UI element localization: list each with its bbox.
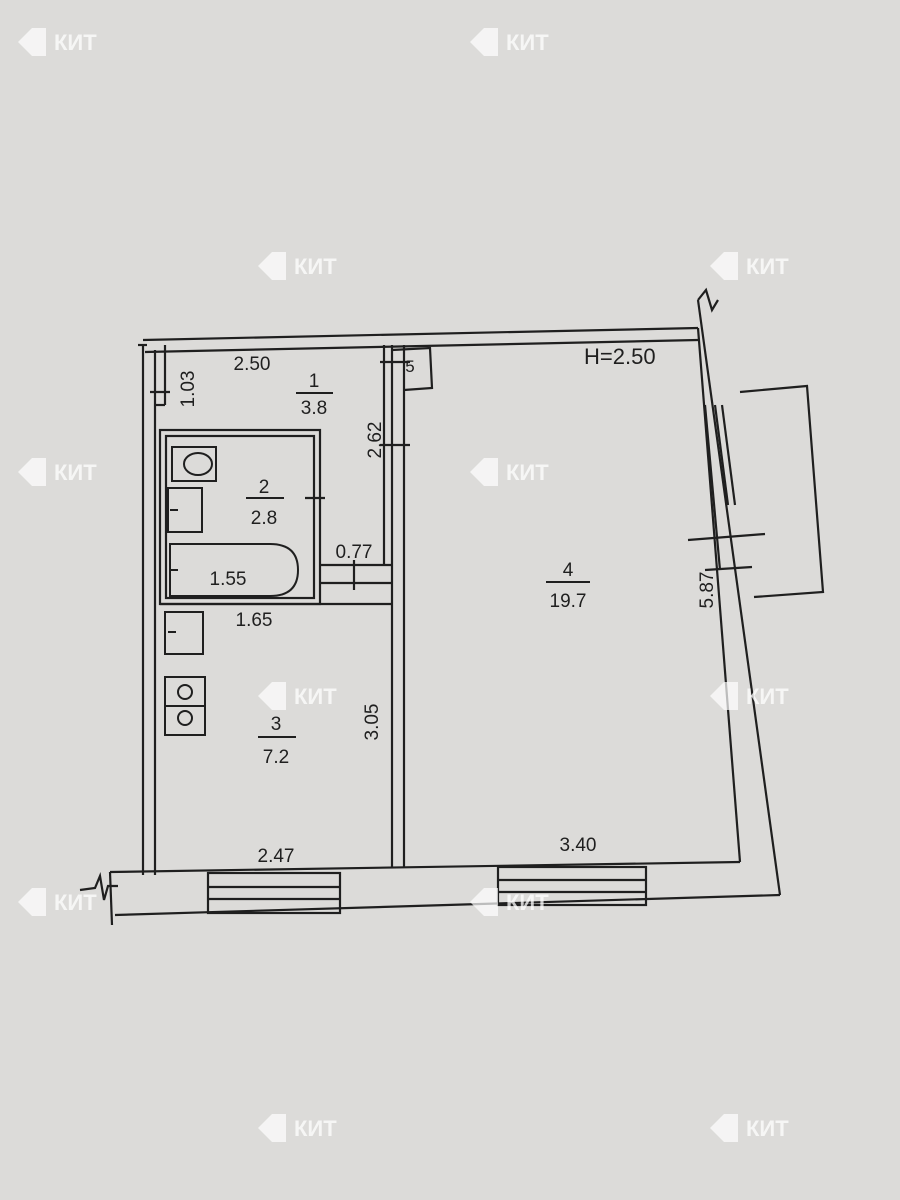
room-3-area: 7.2 [263, 747, 289, 768]
dim-passage-width: 0.77 [336, 542, 373, 563]
watermark: КИТ [710, 1114, 789, 1142]
svg-text:КИТ: КИТ [294, 254, 337, 279]
dimension-labels: 2.50 1.03 2.62 5 1.55 0.77 1.65 3.05 2.4… [178, 354, 718, 867]
room-labels: 1 3.8 2 2.8 3 7.2 4 19.7 H=2.50 [246, 344, 656, 768]
kit-logo-icon [258, 682, 286, 710]
svg-text:КИТ: КИТ [294, 684, 337, 709]
washbasin-icon [167, 487, 203, 533]
svg-text:КИТ: КИТ [746, 254, 789, 279]
kit-logo-icon [470, 458, 498, 486]
room-2-number: 2 [259, 477, 270, 498]
svg-text:КИТ: КИТ [54, 30, 97, 55]
dim-room1-width: 2.50 [234, 354, 271, 375]
kit-logo-icon [470, 888, 498, 916]
svg-text:КИТ: КИТ [506, 890, 549, 915]
watermarks: КИТ КИТ КИТ КИТ КИТ КИТ КИТ КИТ [18, 28, 789, 1142]
watermark: КИТ [470, 458, 549, 486]
walls [79, 287, 825, 926]
watermark: КИТ [710, 682, 789, 710]
watermark: КИТ [258, 682, 337, 710]
dim-corridor-length: 2.62 [365, 422, 386, 459]
dim-room4-depth: 5.87 [697, 572, 718, 609]
dim-kitchen-depth: 3.05 [362, 704, 383, 741]
svg-text:КИТ: КИТ [54, 890, 97, 915]
kit-logo-icon [470, 28, 498, 56]
kit-logo-icon [710, 682, 738, 710]
fixtures [164, 446, 300, 736]
dim-bath-length: 1.55 [210, 569, 247, 590]
room-3-number: 3 [271, 714, 282, 735]
watermark: КИТ [470, 888, 549, 916]
svg-text:КИТ: КИТ [746, 684, 789, 709]
bathtub-icon [169, 543, 300, 597]
watermark: КИТ [18, 888, 97, 916]
toilet-icon [171, 446, 217, 482]
watermark: КИТ [18, 28, 97, 56]
watermark: КИТ [710, 252, 789, 280]
kitchen-sink-icon [164, 611, 204, 655]
dim-kitchen-width: 2.47 [258, 846, 295, 867]
svg-text:КИТ: КИТ [506, 460, 549, 485]
kit-logo-icon [18, 888, 46, 916]
kit-logo-icon [710, 252, 738, 280]
dim-kitchen-top: 1.65 [236, 610, 273, 631]
dim-closet: 5 [405, 357, 414, 376]
room-4-area: 19.7 [550, 591, 587, 612]
room-1-number: 1 [309, 371, 320, 392]
ceiling-height: H=2.50 [584, 344, 656, 369]
svg-text:КИТ: КИТ [54, 460, 97, 485]
kit-logo-icon [258, 1114, 286, 1142]
kit-logo-icon [258, 252, 286, 280]
room-2-area: 2.8 [251, 508, 277, 529]
svg-text:КИТ: КИТ [746, 1116, 789, 1141]
kit-logo-icon [18, 28, 46, 56]
watermark: КИТ [258, 1114, 337, 1142]
room-1-area: 3.8 [301, 398, 327, 419]
svg-text:КИТ: КИТ [294, 1116, 337, 1141]
watermark: КИТ [18, 458, 97, 486]
dim-room4-width: 3.40 [560, 835, 597, 856]
kit-logo-icon [18, 458, 46, 486]
watermark: КИТ [470, 28, 549, 56]
svg-text:КИТ: КИТ [506, 30, 549, 55]
room-4-number: 4 [563, 560, 574, 581]
dim-room1-depth: 1.03 [178, 371, 199, 408]
watermark: КИТ [258, 252, 337, 280]
kit-logo-icon [710, 1114, 738, 1142]
